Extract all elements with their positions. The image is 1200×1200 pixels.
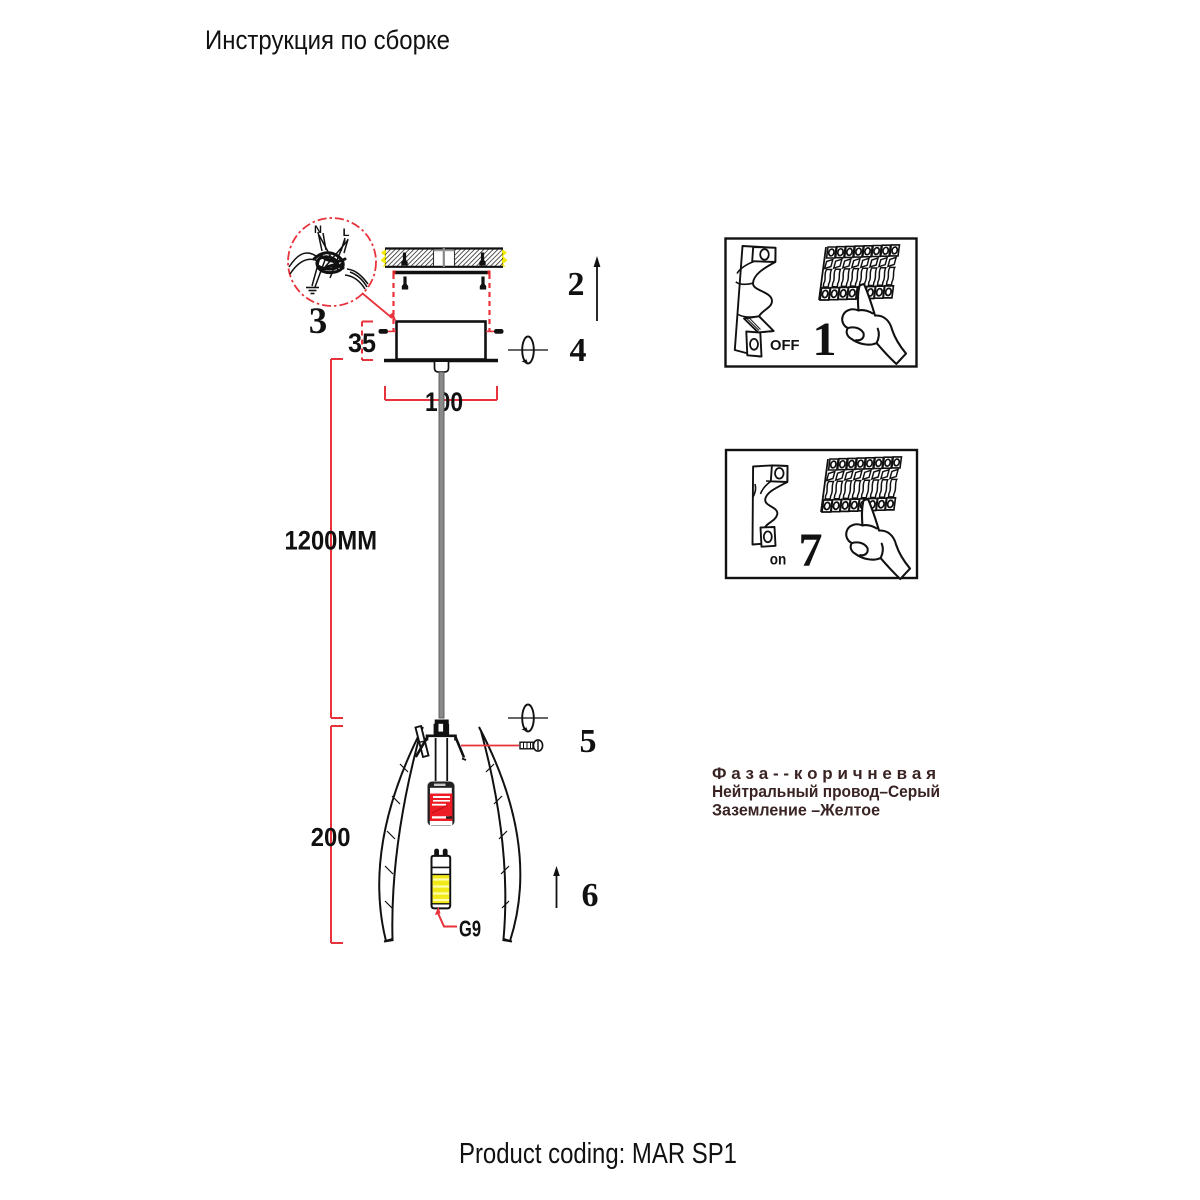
svg-text:7: 7 [799,524,823,577]
svg-text:35: 35 [348,328,376,358]
svg-text:Product coding: MAR SP1: Product coding: MAR SP1 [459,1138,737,1170]
svg-text:G9: G9 [459,916,481,942]
svg-text:2: 2 [568,266,585,303]
svg-text:N: N [314,224,322,236]
svg-text:200: 200 [311,822,351,852]
svg-text:Заземление –Желтое: Заземление –Желтое [712,801,880,820]
svg-text:1: 1 [813,313,837,366]
svg-text:3: 3 [309,301,328,342]
svg-text:4: 4 [570,332,587,369]
svg-text:Нейтральный провод–Серый: Нейтральный провод–Серый [712,782,940,801]
svg-text:5: 5 [580,723,597,760]
svg-text:6: 6 [582,877,599,914]
svg-text:Ф а з а - - к о р и ч н е в а: Ф а з а - - к о р и ч н е в а я [712,764,936,783]
svg-text:Инструкция по сборке: Инструкция по сборке [205,25,450,55]
svg-text:on: on [770,552,787,569]
svg-text:L: L [343,227,350,239]
svg-text:OFF: OFF [770,337,800,354]
svg-text:1200MM: 1200MM [285,526,378,556]
